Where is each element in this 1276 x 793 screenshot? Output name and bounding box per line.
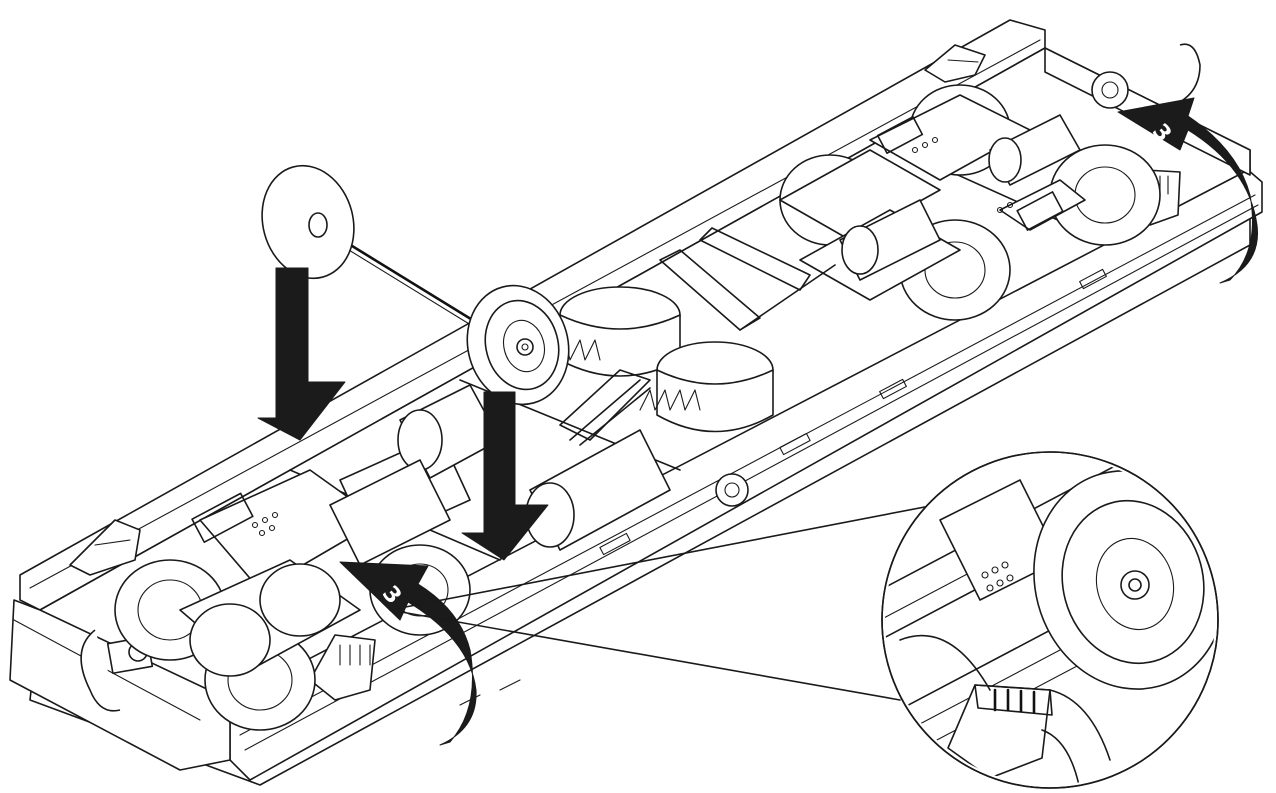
down-arrow-right [461, 391, 549, 561]
down-arrow-left [257, 267, 346, 441]
rail-gear-detail [715, 473, 749, 507]
leader-line-bottom [389, 609, 901, 701]
motor-assembly [329, 286, 774, 566]
wheelset-icon [261, 164, 570, 406]
curved-arrow-rear [339, 561, 477, 746]
rail-details [459, 268, 1107, 706]
down-arrow-icon [257, 267, 549, 561]
coupler-rear [80, 629, 154, 712]
curved-arrow-front [1117, 97, 1259, 284]
rear-end-beam [9, 599, 231, 771]
front-bogie [659, 84, 1161, 331]
wheelset-wheel-back [261, 164, 355, 280]
leader-line-top [389, 504, 936, 611]
bogie-frame-front-a [779, 149, 941, 241]
clip-block-rear-front [309, 634, 376, 701]
cylinder-c [329, 459, 451, 566]
